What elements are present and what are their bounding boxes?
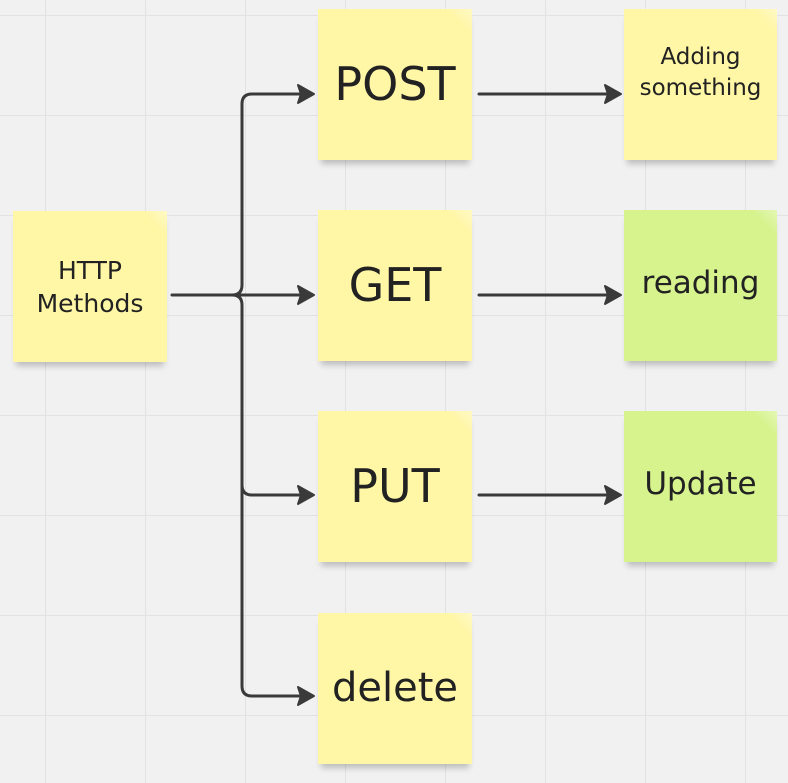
note-label: GET — [348, 258, 442, 313]
note-label: POST — [334, 57, 456, 112]
note-text-line: Adding — [660, 44, 741, 71]
connector-root-delete[interactable] — [240, 483, 305, 698]
note-label: Update — [644, 466, 757, 503]
arrowhead-update — [604, 485, 622, 505]
sticky-note-post[interactable]: POST — [318, 9, 472, 160]
note-label: delete — [331, 665, 458, 712]
note-label: reading — [641, 265, 760, 302]
sticky-note-update[interactable]: Update — [624, 411, 777, 562]
arrowhead-get — [297, 285, 315, 305]
note-text: Adding something — [640, 42, 762, 103]
note-label: PUT — [350, 459, 440, 514]
sticky-note-get[interactable]: GET — [318, 210, 472, 361]
arrowhead-adding — [604, 84, 622, 104]
connector-root-trunk[interactable] — [170, 92, 305, 297]
arrowhead-put — [297, 485, 315, 505]
arrowhead-delete — [297, 686, 315, 706]
note-text-line: HTTP — [58, 255, 122, 285]
note-text: HTTP Methods — [37, 254, 144, 320]
sticky-note-adding-something[interactable]: Adding something — [624, 9, 777, 160]
sticky-note-http-methods[interactable]: HTTP Methods — [13, 211, 167, 362]
sticky-note-reading[interactable]: reading — [624, 210, 777, 361]
connector-root-put[interactable] — [230, 293, 305, 497]
sticky-note-delete[interactable]: delete — [318, 613, 472, 764]
sticky-note-put[interactable]: PUT — [318, 411, 472, 562]
arrowhead-post — [297, 84, 315, 104]
note-text-line: something — [639, 74, 762, 101]
arrowhead-reading — [604, 285, 622, 305]
note-text-line: Methods — [36, 288, 144, 318]
